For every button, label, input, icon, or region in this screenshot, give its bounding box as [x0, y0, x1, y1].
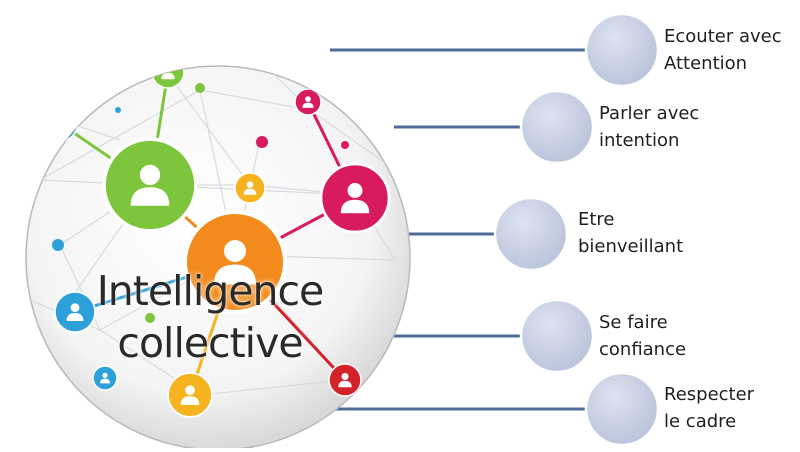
item-circle-parler[interactable] [519, 89, 595, 165]
hub-title-line1: Intelligence [96, 267, 325, 315]
item-nodes [493, 12, 660, 447]
item-label-etre: Etre bienveillant [578, 206, 683, 260]
item-label-line2: confiance [599, 339, 687, 360]
person-icon [302, 96, 314, 108]
item-label-cadre: Respecter le cadre [664, 381, 754, 435]
person-node [92, 365, 118, 391]
item-label-line1: Respecter [664, 384, 755, 405]
person-node [37, 101, 79, 143]
person-node [102, 137, 198, 233]
item-label-line2: bienveillant [578, 236, 684, 257]
person-node [294, 88, 322, 116]
item-label-confiance: Se faire confiance [599, 309, 686, 363]
person-node [234, 172, 266, 204]
person-icon [49, 113, 67, 131]
hub-title-line2: collective [117, 319, 303, 367]
connector-lines [330, 48, 592, 411]
network-graph [29, 66, 396, 418]
item-label-parler: Parler avec intention [599, 100, 699, 154]
item-label-line1: Se faire [599, 312, 668, 333]
person-node [319, 162, 391, 234]
item-label-line2: Attention [664, 53, 748, 74]
item-label-line1: Parler avec [599, 103, 700, 124]
item-label-line2: intention [599, 130, 680, 151]
item-label-ecouter: Ecouter avec Attention [664, 23, 782, 77]
person-node [328, 363, 362, 397]
item-label-line1: Ecouter avec [664, 26, 782, 47]
person-icon [214, 240, 256, 285]
person-node [183, 210, 287, 314]
item-circle-confiance[interactable] [519, 298, 595, 374]
person-nodes [37, 66, 391, 418]
person-node [167, 372, 213, 418]
item-circle-ecouter[interactable] [584, 12, 660, 88]
item-circle-etre[interactable] [493, 196, 569, 272]
person-icon [66, 303, 84, 321]
person-node [54, 291, 96, 333]
person-icon [180, 385, 200, 405]
item-label-line2: le cadre [664, 411, 737, 432]
person-icon [340, 183, 370, 214]
item-circle-cadre[interactable] [584, 371, 660, 447]
person-icon [338, 372, 352, 388]
person-icon [99, 372, 111, 384]
item-label-line1: Etre [578, 209, 615, 230]
hub-title: Intelligence collective [60, 265, 360, 369]
person-icon [243, 181, 257, 195]
person-icon [130, 164, 170, 206]
